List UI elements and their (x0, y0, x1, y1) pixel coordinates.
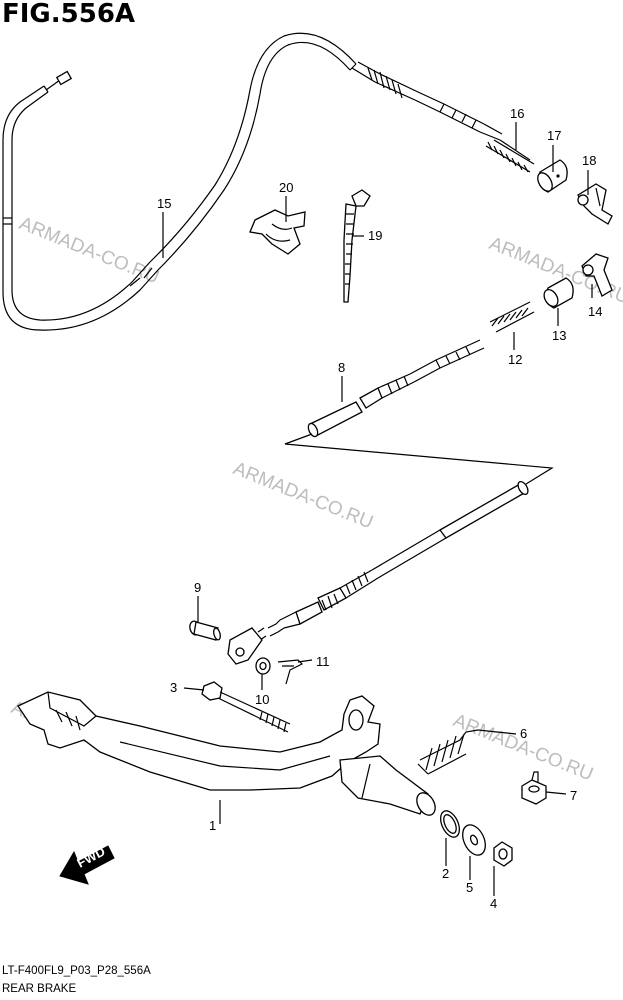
fwd-arrow-icon: FWD (59, 844, 115, 885)
part-19-cable-tie (343, 189, 371, 303)
part-10-washer (255, 657, 271, 675)
part-12-spring (489, 301, 535, 333)
callout-14: 14 (588, 304, 602, 319)
part-18-joint (577, 183, 613, 225)
part-6-return-spring (417, 729, 479, 775)
callout-9: 9 (194, 580, 201, 595)
upper-brake-cable (2, 32, 531, 331)
part-9-clevis-pin (189, 620, 221, 641)
part-7-nut (521, 771, 547, 805)
part-2-o-ring (439, 810, 461, 838)
callout-13: 13 (552, 328, 566, 343)
watermark: ARMADA-CO.RU (230, 458, 376, 533)
part-16-spring (485, 139, 535, 173)
callout-5: 5 (466, 880, 473, 895)
callout-4: 4 (490, 896, 497, 911)
part-14-joint (581, 253, 613, 297)
part-13-collar (543, 277, 574, 309)
lower-brake-cable (227, 339, 554, 665)
part-17-collar (537, 159, 568, 193)
callout-11: 11 (316, 654, 330, 669)
figure-name: REAR BRAKE (2, 983, 76, 995)
callout-2: 2 (442, 866, 449, 881)
part-5-washer (462, 824, 486, 856)
callout-12: 12 (508, 352, 522, 367)
watermark: ARMADA-CO.RU (450, 710, 596, 785)
callout-7: 7 (570, 788, 577, 803)
callout-17: 17 (547, 128, 561, 143)
callout-10: 10 (255, 692, 269, 707)
part-11-cotter-pin (277, 659, 304, 685)
callout-20: 20 (279, 180, 293, 195)
callout-3: 3 (170, 680, 177, 695)
callout-15: 15 (157, 196, 171, 211)
leader-lines (162, 122, 593, 896)
callout-8: 8 (338, 360, 345, 375)
callout-18: 18 (582, 153, 596, 168)
figure-code: LT-F400FL9_P03_P28_556A (2, 965, 151, 977)
part-1-brake-pedal (17, 691, 436, 816)
callout-16: 16 (510, 106, 524, 121)
callout-numbers: 16 17 18 20 15 19 14 13 12 8 9 11 3 10 6… (157, 106, 602, 911)
callout-19: 19 (368, 228, 382, 243)
part-4-nut (493, 841, 513, 867)
watermarks: ARMADA-CO.RU ARMADA-CO.RU ARMADA-CO.RU A… (8, 213, 623, 785)
part-20-clamp (249, 209, 306, 255)
callout-6: 6 (520, 726, 527, 741)
callout-1: 1 (209, 818, 216, 833)
part-3-bolt (201, 681, 291, 733)
figure-title: FIG.556A (2, 0, 135, 29)
watermark: ARMADA-CO.RU (16, 213, 162, 288)
